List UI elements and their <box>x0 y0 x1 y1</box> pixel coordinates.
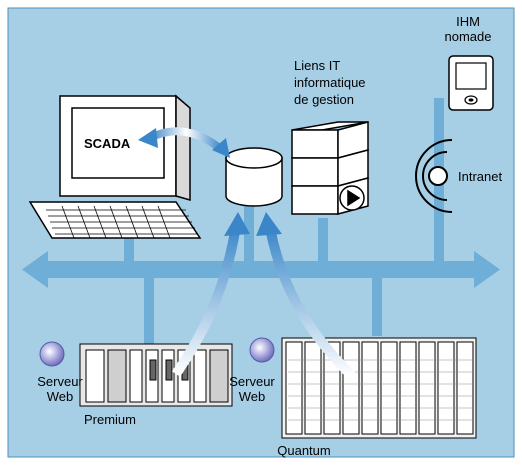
scada-label: SCADA <box>84 136 131 151</box>
label-line: Serveur <box>37 374 83 389</box>
label-line: de gestion <box>294 92 354 107</box>
label-line: IHM <box>456 14 480 29</box>
database-icon <box>225 147 283 207</box>
quantum-label: Quantum <box>277 443 330 458</box>
label-line: Web <box>239 389 266 404</box>
premium-label: Premium <box>84 412 136 427</box>
data-flow-arrow-left <box>171 212 250 377</box>
scada-link-arrow <box>138 127 230 158</box>
label-line: nomade <box>445 29 492 44</box>
intranet-label: Intranet <box>458 169 502 184</box>
data-flow-arrow-right <box>256 212 356 380</box>
intranet-icon <box>415 139 453 213</box>
label-line: Liens IT <box>294 58 340 73</box>
label-line: informatique <box>294 75 366 90</box>
label-line: Serveur <box>229 374 275 389</box>
plc-rack-premium <box>79 343 233 407</box>
plc-rack-quantum <box>281 337 477 439</box>
pda-icon <box>448 55 494 111</box>
network-bus <box>22 251 500 288</box>
server-stack-icon <box>291 121 369 215</box>
liens-it-label: Liens IT informatique de gestion <box>294 58 366 107</box>
label-line: Web <box>47 389 74 404</box>
web-server-badge-icon <box>39 337 275 367</box>
